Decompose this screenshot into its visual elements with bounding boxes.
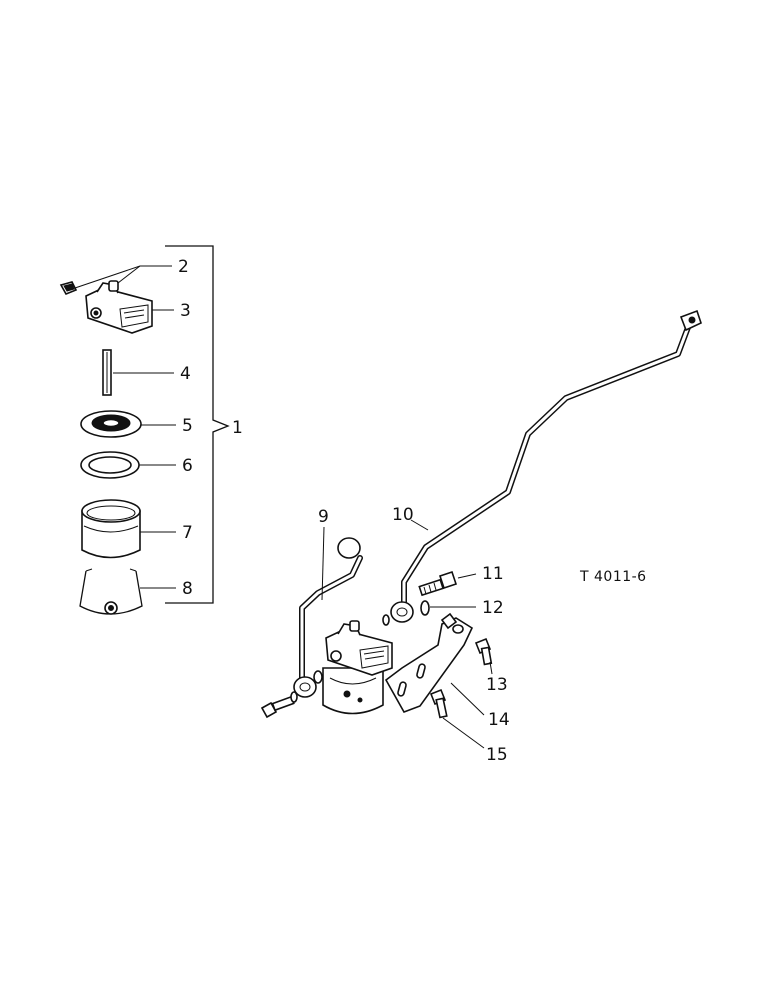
filter-head	[85, 280, 153, 334]
leader-lines-right	[321, 519, 493, 749]
callout-4: 4	[180, 364, 191, 384]
callout-10: 10	[392, 505, 414, 525]
callout-13: 13	[486, 675, 508, 695]
callout-7: 7	[182, 523, 193, 543]
assembled-filter	[322, 620, 393, 715]
bracket-bolt-upper	[474, 637, 493, 666]
callout-6: 6	[182, 456, 193, 476]
fuel-pipe-short	[299, 537, 363, 691]
callout-5: 5	[182, 416, 193, 436]
callout-8: 8	[182, 579, 193, 599]
callout-12: 12	[482, 598, 504, 618]
callout-9: 9	[318, 507, 329, 527]
banjo-union-long	[382, 601, 414, 626]
banjo-union-short	[293, 676, 317, 698]
reference-code: T 4011-6	[579, 569, 647, 585]
mounting-bracket	[384, 612, 474, 713]
center-tube	[102, 349, 112, 396]
callout-14: 14	[488, 710, 510, 730]
callout-15: 15	[486, 745, 508, 765]
retaining-clip	[79, 568, 143, 615]
banjo-bolt-left	[260, 670, 323, 719]
fuel-pipe-long	[401, 309, 702, 615]
callout-1: 1	[232, 418, 243, 438]
callout-3: 3	[180, 301, 191, 321]
filter-head-screw	[59, 281, 78, 296]
banjo-bolt	[418, 570, 458, 597]
leader-lines-left	[74, 265, 176, 589]
callout-2: 2	[178, 257, 189, 277]
callout-labels: 1 2 3 4 5 6 7 8 9 10 11 12 13 14 15	[178, 257, 510, 765]
group-bracket	[165, 245, 230, 604]
callout-11: 11	[482, 564, 504, 584]
bracket-bolt-lower	[429, 688, 448, 719]
filter-element-plate	[80, 410, 142, 438]
sealing-washer	[420, 600, 430, 616]
filter-bowl	[81, 499, 141, 559]
sealing-ring	[80, 451, 140, 479]
